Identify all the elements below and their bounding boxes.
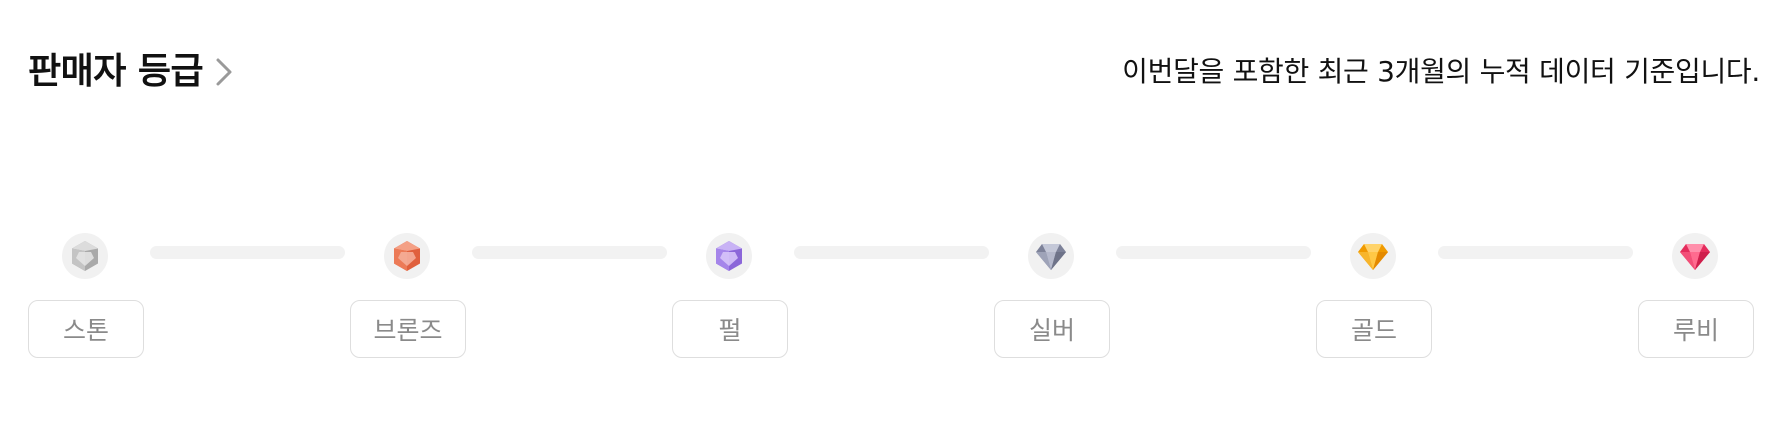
pearl-gem-icon (706, 233, 752, 279)
grade-badge-stone[interactable]: 스톤 (28, 300, 144, 358)
progress-track (1438, 246, 1633, 259)
grade-badge-pearl[interactable]: 펄 (672, 300, 788, 358)
grade-badge-silver[interactable]: 실버 (994, 300, 1110, 358)
progress-track (1116, 246, 1311, 259)
ruby-gem-icon (1672, 233, 1718, 279)
data-period-note: 이번달을 포함한 최근 3개월의 누적 데이터 기준입니다. (1122, 55, 1760, 88)
bronze-gem-icon (384, 233, 430, 279)
grade-badge-gold[interactable]: 골드 (1316, 300, 1432, 358)
chevron-right-icon (216, 58, 232, 86)
stone-gem-icon (62, 233, 108, 279)
grade-badge-bronze[interactable]: 브론즈 (350, 300, 466, 358)
progress-track (150, 246, 345, 259)
page-title: 판매자 등급 (28, 51, 204, 92)
seller-grade-title-link[interactable]: 판매자 등급 (28, 54, 235, 90)
silver-gem-icon (1028, 233, 1074, 279)
progress-track (472, 246, 667, 259)
grade-badge-ruby[interactable]: 루비 (1638, 300, 1754, 358)
gold-gem-icon (1350, 233, 1396, 279)
progress-track (794, 246, 989, 259)
